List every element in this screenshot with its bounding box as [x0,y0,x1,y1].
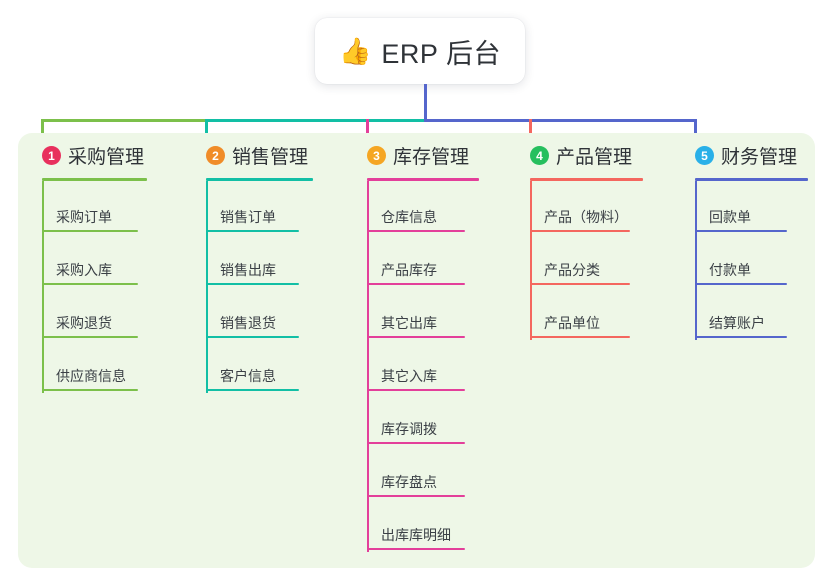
branch-spine [367,181,369,552]
leaf-node-rule [530,336,630,338]
leaf-node-rule [42,389,138,391]
leaf-node-label: 出库库明细 [381,527,451,543]
connector-bar-segment-2 [205,119,426,122]
leaf-node-label: 产品单位 [544,315,600,331]
leaf-node-label: 回款单 [709,209,751,225]
branch-number-badge: 5 [695,146,714,165]
leaf-node-rule [530,230,630,232]
branch-header-rule [695,178,808,181]
connector-bar-segment-1 [41,119,206,122]
leaf-node-rule [695,230,787,232]
leaf-node-label: 其它入库 [381,368,437,384]
leaf-node-rule [530,283,630,285]
branch-header-rule [42,178,147,181]
branch-spine [530,181,532,340]
root-node-title: ERP 后台 [381,38,501,69]
leaf-node-rule [206,230,299,232]
connector-root-stem [423,84,427,122]
branch-number-badge: 3 [367,146,386,165]
leaf-node-label: 库存盘点 [381,474,437,490]
branch-number-badge: 2 [206,146,225,165]
branch-header-销售管理[interactable]: 2 销售管理 [206,142,308,169]
leaf-node-label: 产品（物料） [544,209,628,225]
branch-header-rule [367,178,479,181]
leaf-node-rule [42,283,138,285]
branch-title: 采购管理 [68,147,145,168]
branch-spine [206,181,208,393]
leaf-node-label: 产品分类 [544,262,600,278]
branch-title: 产品管理 [556,147,633,168]
leaf-node-label: 销售出库 [220,262,276,278]
branch-spine [695,181,697,340]
branch-header-产品管理[interactable]: 4 产品管理 [530,142,632,169]
leaf-node-label: 结算账户 [709,315,765,331]
leaf-node-rule [367,336,465,338]
leaf-node-label: 产品库存 [381,262,437,278]
leaf-node-label: 供应商信息 [56,368,126,384]
branch-title: 库存管理 [393,147,470,168]
branch-title: 财务管理 [721,147,798,168]
leaf-node-rule [695,283,787,285]
leaf-node-label: 采购退货 [56,315,112,331]
branch-title: 销售管理 [232,147,309,168]
leaf-node-label: 采购入库 [56,262,112,278]
leaf-node-rule [367,495,465,497]
branch-spine [42,181,44,393]
branch-header-库存管理[interactable]: 3 库存管理 [367,142,469,169]
leaf-node-rule [367,548,465,550]
leaf-node-rule [206,389,299,391]
leaf-node-rule [42,230,138,232]
thumbs-up-icon: 👍 [339,36,372,66]
root-node-erp-backend[interactable]: 👍 ERP 后台 [315,18,525,84]
leaf-node-label: 销售退货 [220,315,276,331]
leaf-node-label: 付款单 [709,262,751,278]
leaf-node-label: 销售订单 [220,209,276,225]
branch-header-rule [206,178,313,181]
leaf-node-label: 仓库信息 [381,209,437,225]
leaf-node-rule [367,283,465,285]
leaf-node-rule [367,230,465,232]
branch-header-rule [530,178,643,181]
leaf-node-rule [42,336,138,338]
leaf-node-label: 库存调拨 [381,421,437,437]
branch-number-badge: 4 [530,146,549,165]
branch-number-badge: 1 [42,146,61,165]
leaf-node-label: 采购订单 [56,209,112,225]
leaf-node-label: 客户信息 [220,368,276,384]
branch-header-财务管理[interactable]: 5 财务管理 [695,142,797,169]
connector-bar-segment-3 [424,119,697,122]
leaf-node-rule [367,442,465,444]
leaf-node-rule [206,283,299,285]
leaf-node-rule [695,336,787,338]
leaf-node-rule [206,336,299,338]
leaf-node-label: 其它出库 [381,315,437,331]
branches-panel: 1 采购管理采购订单采购入库采购退货供应商信息 2 销售管理销售订单销售出库销售退货客… [18,133,815,568]
leaf-node-rule [367,389,465,391]
branch-header-采购管理[interactable]: 1 采购管理 [42,142,144,169]
